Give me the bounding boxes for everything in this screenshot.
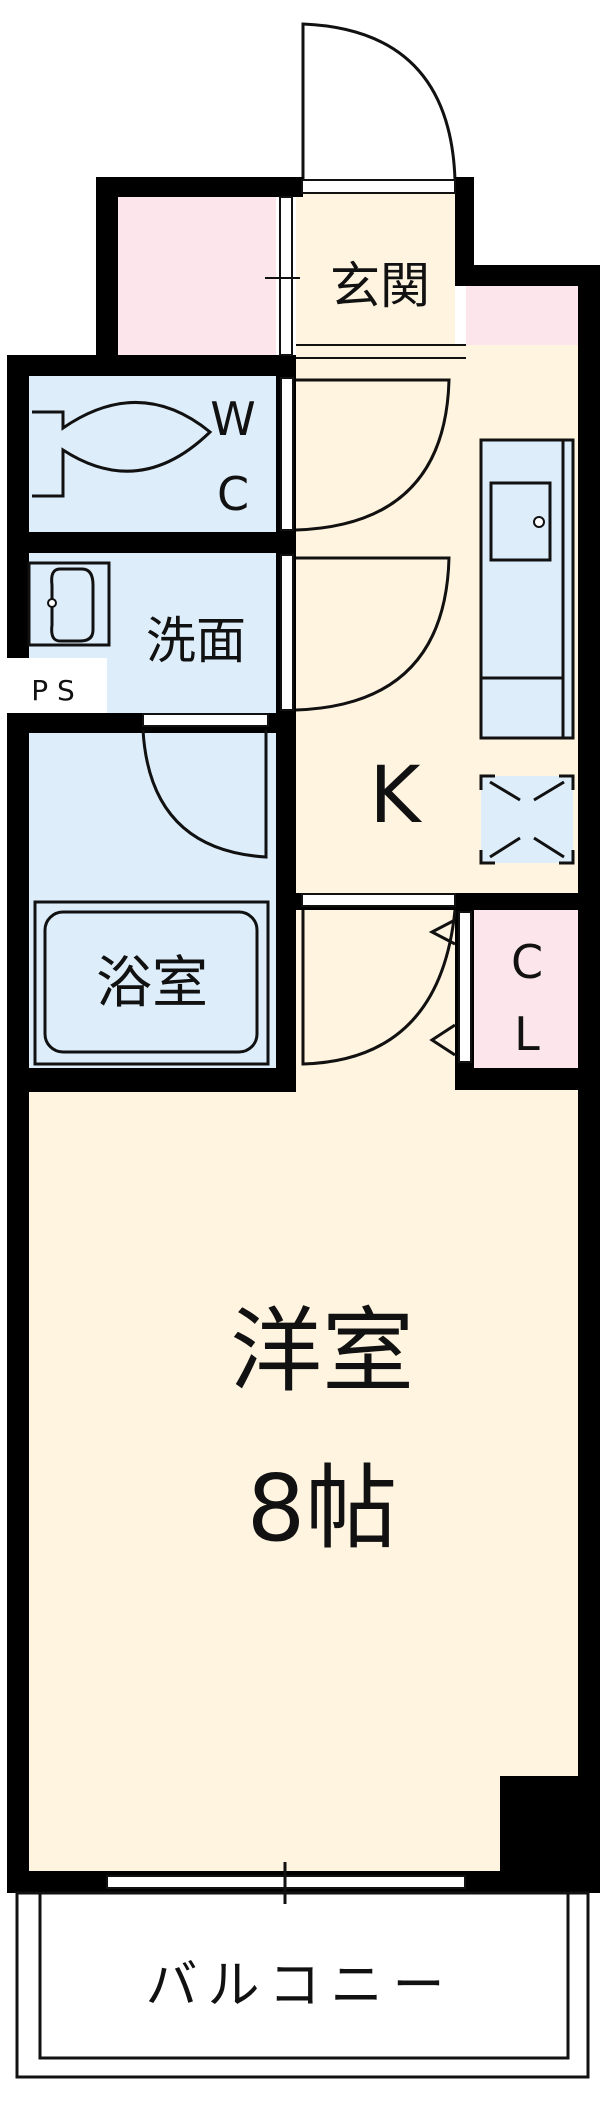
toilet-label-c: C xyxy=(217,467,249,521)
balcony xyxy=(15,1891,590,2079)
washroom-door-swing xyxy=(295,556,451,712)
washroom-label: 洗面 xyxy=(146,612,246,670)
kitchen-sink-icon xyxy=(489,481,552,562)
kitchen-counter xyxy=(479,438,575,740)
bathroom-label: 浴室 xyxy=(96,951,208,1016)
toilet-icon xyxy=(32,401,213,498)
closet-label-c: C xyxy=(511,935,543,989)
western-room-floor xyxy=(29,1090,578,1871)
balcony-label: バルコニー xyxy=(146,1956,455,2016)
toilet-door-swing xyxy=(295,378,451,532)
western-room-size: 8帖 xyxy=(247,1455,398,1562)
sink-icon xyxy=(27,561,111,647)
bathroom-door-swing xyxy=(141,729,268,859)
bathtub-icon xyxy=(33,900,270,1066)
pipe-space xyxy=(0,658,107,713)
closet-floor xyxy=(474,910,578,1068)
closet-door-marks xyxy=(428,918,456,1057)
entrance-label: 玄関 xyxy=(330,257,430,315)
pipe-space-label: P S xyxy=(31,674,75,707)
entrance-floor xyxy=(296,193,455,353)
hall-door-swing xyxy=(301,909,457,1066)
entrance-door-swing xyxy=(301,22,457,181)
kitchen-label: K xyxy=(369,751,422,841)
toilet-label-w: W xyxy=(210,392,255,446)
storage-top-left xyxy=(118,197,276,355)
western-room-label: 洋室 xyxy=(230,1298,414,1405)
closet-label-l: L xyxy=(514,1007,540,1061)
stove-icon xyxy=(479,774,575,865)
